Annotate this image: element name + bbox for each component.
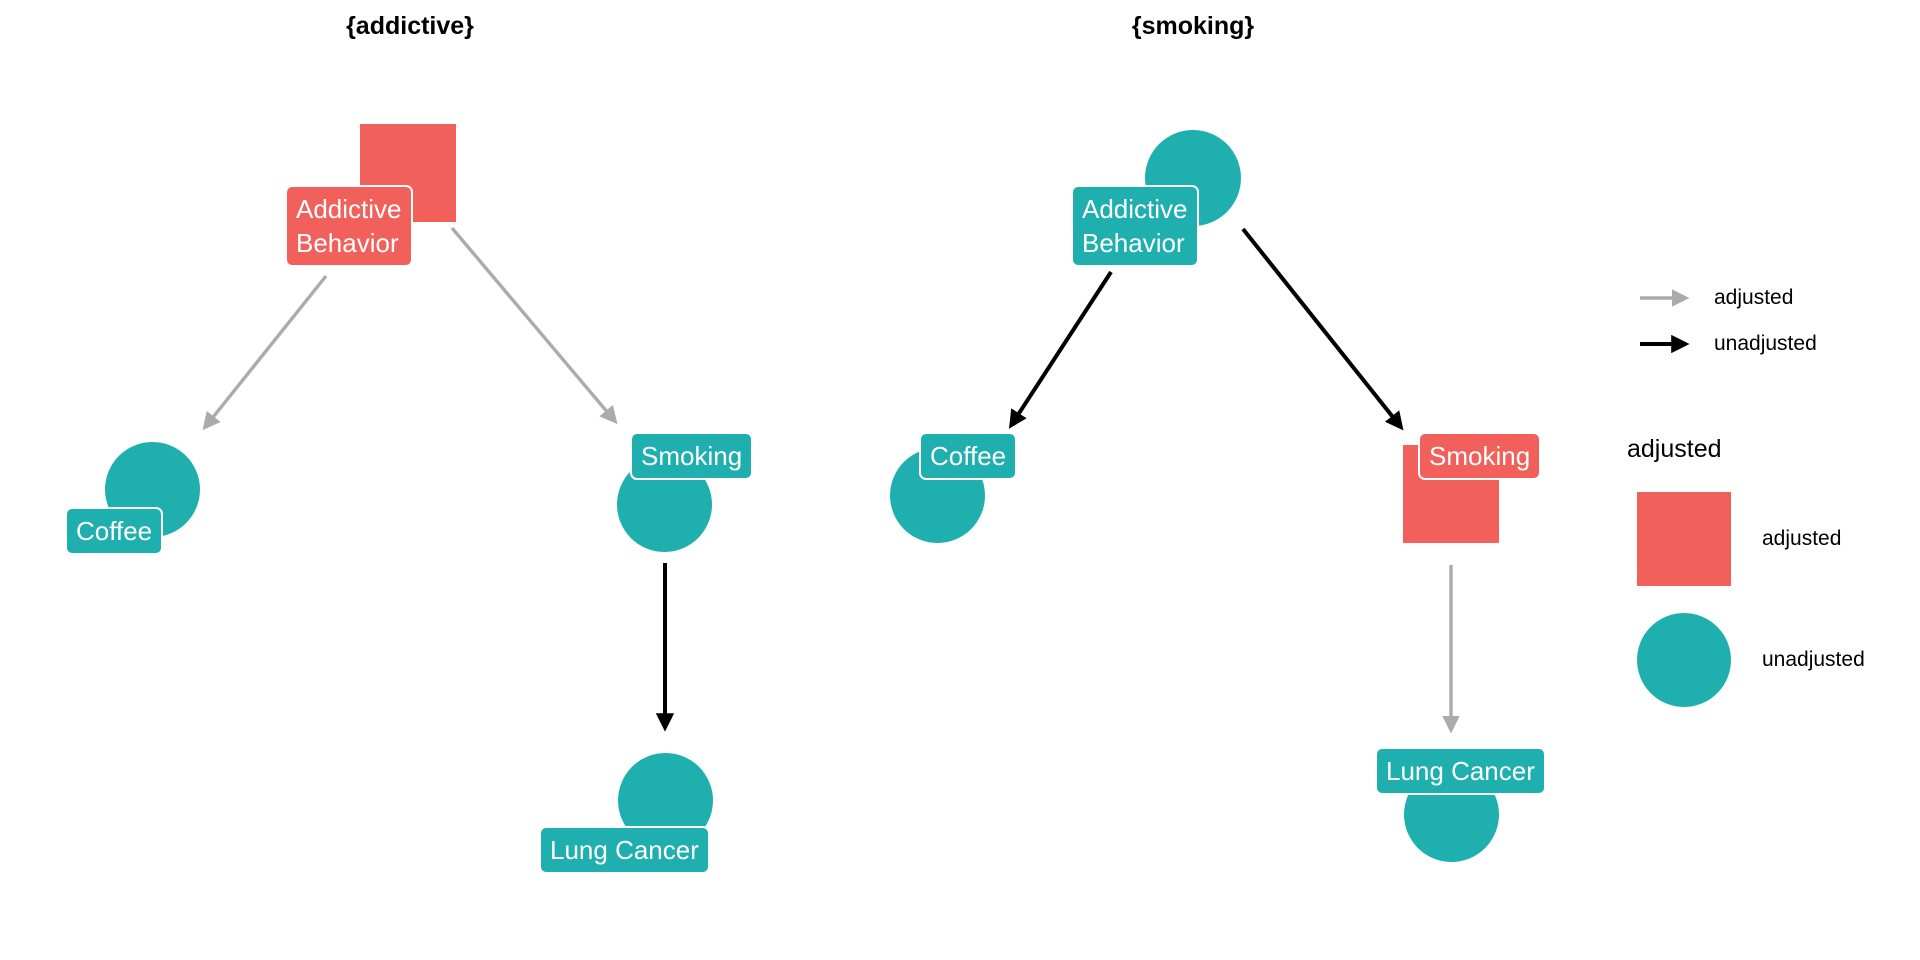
node-label-addictive-behavior-right[interactable]: Addictive Behavior: [1071, 185, 1199, 267]
edge-addictive-behavior-to-smoking-left: [450, 226, 618, 425]
legend-label-unadjusted-edge: unadjusted: [1714, 332, 1817, 355]
legend-label-unadjusted-shape: unadjusted: [1762, 648, 1865, 671]
black-arrow-icon: [1640, 334, 1690, 354]
edge-addictive-behavior-to-coffee-right: [1008, 270, 1113, 429]
red-square-icon[interactable]: [1637, 492, 1731, 586]
node-label-addictive-behavior-left[interactable]: Addictive Behavior: [285, 185, 413, 267]
legend-row-unadjusted-edge[interactable]: unadjusted: [1638, 332, 1817, 356]
legend-row-adjusted-edge[interactable]: adjusted: [1638, 286, 1793, 310]
edge-addictive-behavior-to-smoking-right: [1241, 227, 1404, 431]
legend-label-adjusted-edge: adjusted: [1714, 286, 1794, 309]
node-label-coffee-left[interactable]: Coffee: [65, 507, 164, 555]
teal-circle-icon[interactable]: [1637, 613, 1731, 707]
node-label-coffee-right[interactable]: Coffee: [919, 432, 1018, 480]
node-label-smoking-right[interactable]: Smoking: [1418, 432, 1542, 480]
panel-title-smoking: {smoking}: [1131, 12, 1255, 40]
node-label-lung-cancer-left[interactable]: Lung Cancer: [539, 826, 710, 874]
node-label-lung-cancer-right[interactable]: Lung Cancer: [1375, 747, 1546, 795]
edge-addictive-behavior-to-coffee-left: [202, 274, 328, 431]
panel-title-addictive: {addictive}: [346, 12, 474, 40]
gray-arrow-icon: [1640, 289, 1690, 307]
legend-label-adjusted-shape: adjusted: [1762, 527, 1842, 550]
shape-legend-title: adjusted: [1627, 435, 1722, 463]
node-label-smoking-left[interactable]: Smoking: [630, 432, 754, 480]
